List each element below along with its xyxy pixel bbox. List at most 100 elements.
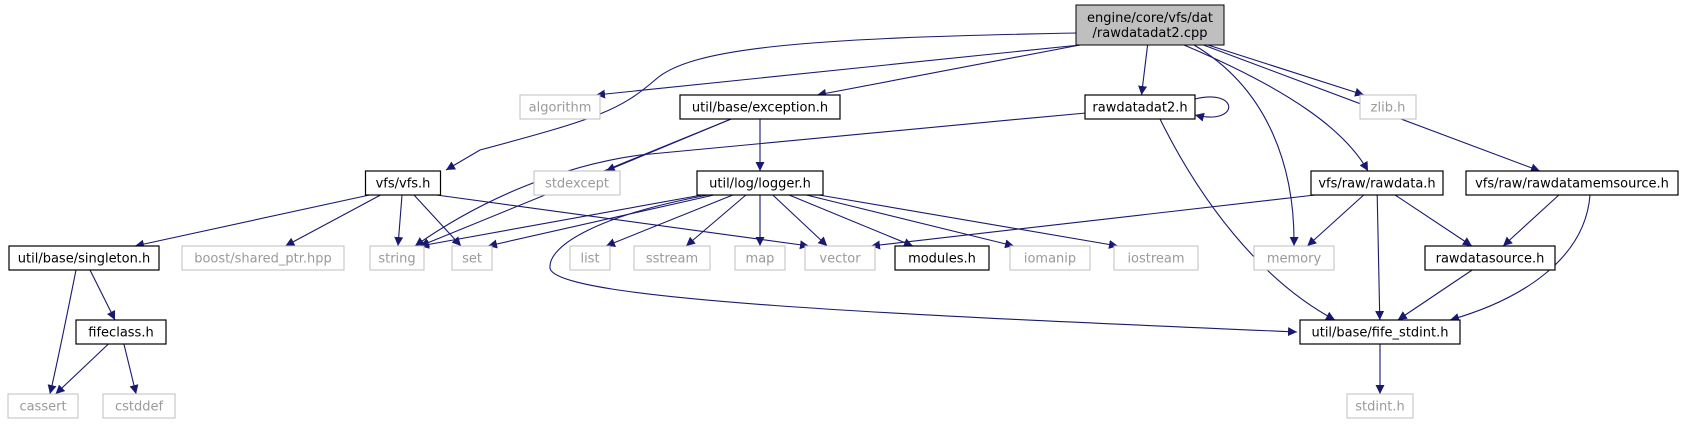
node-singleton[interactable]: util/base/singleton.h <box>8 245 160 271</box>
node-zlib: zlib.h <box>1359 94 1417 120</box>
edge-main-algorithm <box>595 44 1081 99</box>
edge-logger-list <box>605 194 734 247</box>
edge-rawdata-rawdatasource <box>1394 194 1473 247</box>
node-algorithm: algorithm <box>519 94 601 120</box>
node-set: set <box>451 245 493 271</box>
edge-singleton-cassert <box>47 269 77 395</box>
node-label: util/base/singleton.h <box>18 252 150 267</box>
node-iomanip: iomanip <box>1009 245 1091 271</box>
edge-vfsh-set <box>413 194 462 247</box>
node-logger[interactable]: util/log/logger.h <box>696 170 824 196</box>
node-box <box>1424 245 1556 271</box>
node-string: string <box>369 245 425 271</box>
node-label: rawdatasource.h <box>1436 252 1545 267</box>
node-label: list <box>580 252 599 267</box>
node-box <box>1113 245 1199 271</box>
node-memsource[interactable]: vfs/raw/rawdatamemsource.h <box>1465 170 1679 196</box>
node-label: sstream <box>646 252 698 267</box>
node-label: stdint.h <box>1355 400 1404 415</box>
edge-rawdatadat2h-string <box>414 112 1087 247</box>
node-box <box>8 245 160 271</box>
node-label: zlib.h <box>1371 101 1406 116</box>
edge-rawdatadat2h-rawdatadat2h <box>1194 96 1230 122</box>
node-label: boost/shared_ptr.hpp <box>194 252 332 267</box>
edge-singleton-fifeclass <box>89 269 116 321</box>
edge-rawdata-fifestdint <box>1375 194 1385 321</box>
node-box <box>1253 245 1335 271</box>
node-box <box>1084 94 1196 120</box>
edge-main-zlib <box>1207 44 1365 97</box>
node-box <box>1299 319 1461 345</box>
edge-main-memory <box>1193 44 1299 247</box>
edge-logger-modules <box>788 194 914 247</box>
node-box <box>75 319 167 345</box>
node-rawdatadat2h[interactable]: rawdatadat2.h <box>1084 94 1196 120</box>
node-label: stdexcept <box>545 177 609 192</box>
edge-logger-set <box>487 194 715 249</box>
edge-fifeclass-cstddef <box>123 343 139 395</box>
node-label: fifeclass.h <box>88 326 153 341</box>
node-box <box>1465 170 1679 196</box>
edge-rawdata-memory <box>1306 194 1365 247</box>
edge-logger-fifestdint <box>549 194 1298 337</box>
node-box <box>633 245 711 271</box>
edge-main-exception <box>816 44 1081 98</box>
node-sstream: sstream <box>633 245 711 271</box>
node-vfsh[interactable]: vfs/vfs.h <box>364 170 442 196</box>
node-label: vfs/raw/rawdatamemsource.h <box>1475 177 1669 192</box>
edge-vfsh-vector <box>436 194 810 250</box>
edge-logger-iostream <box>818 194 1119 249</box>
node-rawdatasource[interactable]: rawdatasource.h <box>1424 245 1556 271</box>
edge-logger-sstream <box>685 194 747 247</box>
node-label: cstddef <box>115 400 164 415</box>
node-box <box>1359 94 1417 120</box>
edge-main-rawdata <box>1183 44 1369 172</box>
node-label: util/base/fife_stdint.h <box>1311 326 1448 341</box>
node-list: list <box>569 245 611 271</box>
node-vector: vector <box>804 245 876 271</box>
node-cstddef: cstddef <box>102 393 176 419</box>
node-label: engine/core/vfs/dat <box>1087 11 1213 26</box>
node-label: algorithm <box>529 101 592 116</box>
node-box <box>804 245 876 271</box>
node-box <box>364 170 442 196</box>
node-label: vector <box>819 252 861 267</box>
node-fifestdint[interactable]: util/base/fife_stdint.h <box>1299 319 1461 345</box>
node-box <box>519 94 601 120</box>
node-map: map <box>734 245 786 271</box>
edge-vfsh-singleton <box>134 194 370 249</box>
node-box <box>181 245 345 271</box>
edge-vfsh-boost <box>285 194 381 247</box>
edge-vfsh-string <box>394 194 404 247</box>
node-label: rawdatadat2.h <box>1092 101 1187 116</box>
edge-memsource-rawdatasource <box>1502 194 1560 247</box>
node-label: string <box>378 252 415 267</box>
edge-main-rawdatadat2h <box>1138 44 1149 96</box>
node-label: map <box>746 252 775 267</box>
node-modules[interactable]: modules.h <box>894 245 990 271</box>
edge-main-vfsh <box>445 32 1079 171</box>
node-box <box>369 245 425 271</box>
node-cassert: cassert <box>7 393 79 419</box>
edge-logger-iomanip <box>806 194 1015 249</box>
node-box <box>451 245 493 271</box>
edge-rawdatadat2h-fifestdint <box>1159 118 1336 321</box>
node-box <box>1346 393 1414 419</box>
node-main[interactable]: engine/core/vfs/dat/rawdatadat2.cpp <box>1075 4 1225 46</box>
node-label: cassert <box>19 400 66 415</box>
node-label: util/base/exception.h <box>692 101 828 116</box>
node-box <box>1075 4 1225 46</box>
node-label: util/log/logger.h <box>709 177 811 192</box>
edge-rawdata-vector <box>870 194 1316 250</box>
node-box <box>569 245 611 271</box>
node-memory: memory <box>1253 245 1335 271</box>
node-fifeclass[interactable]: fifeclass.h <box>75 319 167 345</box>
node-box <box>1310 170 1444 196</box>
node-rawdata[interactable]: vfs/raw/rawdata.h <box>1310 170 1444 196</box>
edge-logger-string <box>419 194 702 249</box>
node-exception[interactable]: util/base/exception.h <box>679 94 841 120</box>
node-box <box>894 245 990 271</box>
node-label: iomanip <box>1024 252 1076 267</box>
node-label: memory <box>1267 252 1322 267</box>
